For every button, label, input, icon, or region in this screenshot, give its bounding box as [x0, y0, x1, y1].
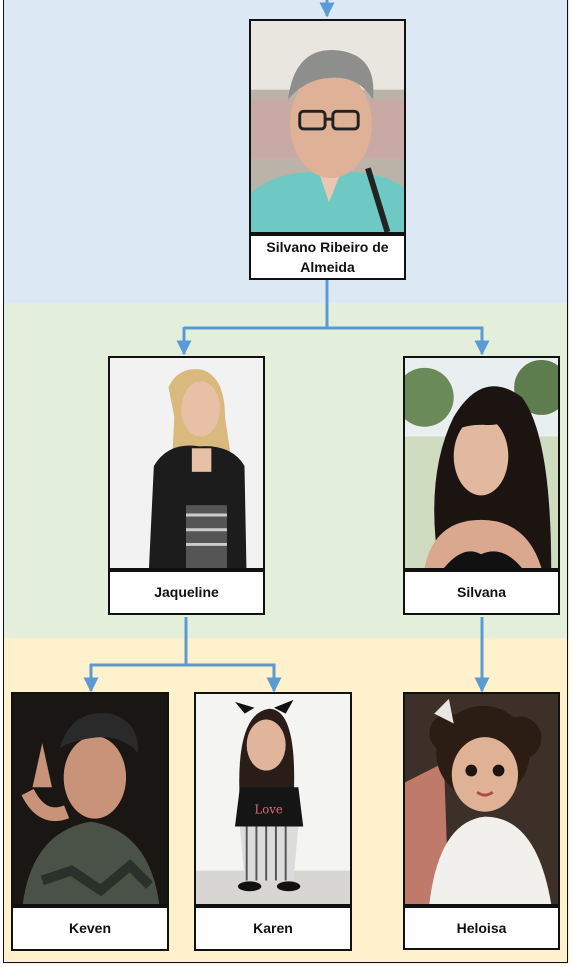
jaqueline-children-connector: [90, 617, 188, 667]
heloisa-name-box: Heloisa: [403, 906, 560, 950]
jaqueline-photo: [108, 356, 265, 570]
silvano-photo: [249, 19, 406, 234]
heloisa-photo: [403, 692, 560, 906]
silvana-photo: [403, 356, 560, 570]
keven-photo: [11, 692, 169, 906]
arrow-to-silvana: [326, 326, 490, 356]
karen-photo: Love: [194, 692, 352, 906]
svg-text:Love: Love: [254, 803, 282, 817]
silvana-name-box: Silvana: [403, 570, 560, 615]
karen-name-box: Karen: [194, 906, 352, 951]
keven-name-box: Keven: [11, 906, 169, 951]
jaqueline-name-box: Jaqueline: [108, 570, 265, 615]
arrow-to-karen: [185, 663, 282, 693]
silvano-name-box: Silvano Ribeiro de Almeida: [249, 234, 406, 280]
silvano-children-connector: [184, 280, 329, 330]
